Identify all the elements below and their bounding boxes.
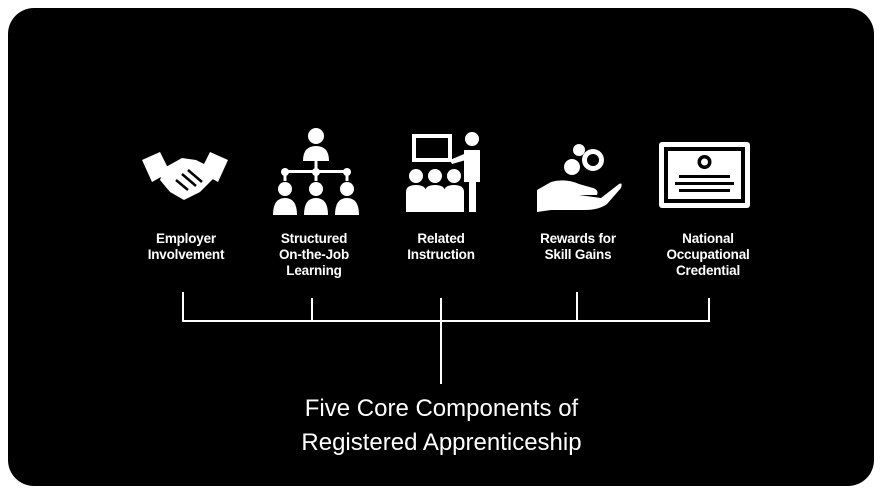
connector-drop-4 [576, 292, 578, 322]
connector-drop-5 [708, 298, 710, 322]
hand-coins-icon [535, 140, 623, 215]
caption-line-1: Five Core Components of [304, 395, 579, 422]
connector-stem [440, 322, 442, 384]
component-label-rewards-skill-gains: Rewards for Skill Gains [540, 231, 616, 262]
connector-drop-3 [440, 298, 442, 322]
component-label-national-credential: National Occupational Credential [666, 231, 750, 278]
component-label-structured-learning: Structured On-the-Job Learning [279, 231, 349, 278]
handshake-icon [140, 142, 230, 212]
diagram-panel [8, 8, 874, 486]
diagram-caption: Five Core Components of Registered Appre… [0, 392, 883, 460]
connector-bar [182, 320, 710, 322]
connector-drop-1 [182, 292, 184, 322]
component-label-related-instruction: Related Instruction [407, 231, 475, 262]
caption-line-2: Registered Apprenticeship [301, 429, 582, 456]
presentation-icon [406, 130, 486, 215]
connector-drop-2 [311, 298, 313, 322]
certificate-icon [657, 140, 752, 210]
org-chart-icon [270, 125, 362, 217]
component-label-employer-involvement: Employer Involvement [147, 231, 225, 262]
